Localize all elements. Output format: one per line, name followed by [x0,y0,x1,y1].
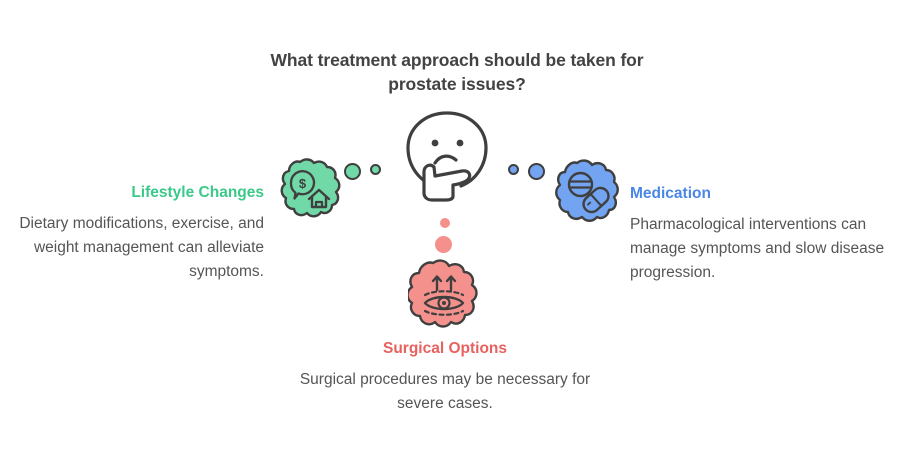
branch-body-medication: Pharmacological interventions can manage… [630,216,885,281]
connector-dot-blue-large [528,163,545,180]
eye-arrows-icon [406,258,482,332]
pills-icon [553,158,623,228]
money-house-icon: $ [278,157,344,223]
svg-text:$: $ [299,176,307,191]
branch-heading-medication: Medication [630,185,711,202]
branch-body-surgical: Surgical procedures may be necessary for… [299,371,591,412]
connector-dot-green-large [344,163,361,180]
branch-heading-lifestyle: Lifestyle Changes [131,184,264,201]
connector-dot-pink-large [435,236,452,253]
branch-heading-surgical: Surgical Options [382,340,507,357]
connector-dot-green-small [370,164,381,175]
connector-dot-blue-small [508,164,519,175]
page-title: What treatment approach should be taken … [270,50,644,94]
branch-body-lifestyle: Dietary modifications, exercise, and wei… [19,215,264,280]
connector-dot-pink-small [440,218,450,228]
thinking-face-icon [404,110,490,202]
